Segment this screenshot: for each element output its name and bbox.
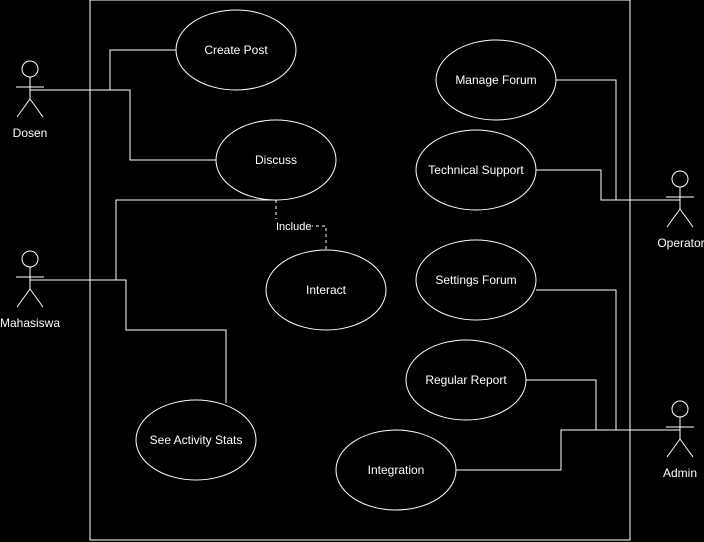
stick-figure-icon (16, 250, 44, 308)
use-case-discuss: Discuss (215, 119, 337, 201)
stick-figure-icon (666, 400, 694, 458)
use-case-see-activity-stats-label: See Activity Stats (150, 433, 243, 447)
actor-dosen: Dosen (13, 60, 48, 140)
use-case-regular-report-label: Regular Report (425, 373, 507, 387)
use-case-interact-shape (265, 249, 387, 331)
use-case-technical-support-shape (415, 129, 537, 211)
edge-operator-technical-support (536, 169, 680, 201)
use-case-manage-forum: Manage Forum (435, 39, 557, 121)
use-case-see-activity-stats: See Activity Stats (135, 399, 257, 481)
use-case-interact-label: Interact (306, 283, 347, 297)
actor-operator: Operator (657, 170, 704, 250)
use-case-manage-forum-label: Manage Forum (455, 73, 536, 87)
use-case-settings-forum-shape (415, 239, 537, 321)
stick-figure-icon (666, 170, 694, 228)
edge-dosen-discuss (30, 89, 216, 161)
use-case-regular-report-shape (405, 339, 527, 421)
use-case-discuss-label: Discuss (255, 153, 297, 167)
use-case-settings-forum-label: Settings Forum (435, 273, 516, 287)
use-case-create-post-label: Create Post (204, 43, 268, 57)
use-case-integration-label: Integration (368, 463, 425, 477)
actor-admin-label: Admin (663, 466, 697, 480)
use-case-discuss-shape (215, 119, 337, 201)
include-label-bg (274, 219, 312, 233)
use-case-settings-forum: Settings Forum (415, 239, 537, 321)
actor-operator-label: Operator (657, 236, 704, 250)
use-case-technical-support: Technical Support (415, 129, 537, 211)
edge-mahasiswa-activity-stats (30, 279, 227, 403)
use-case-create-post: Create Post (175, 9, 297, 91)
actor-mahasiswa: Mahasiswa (0, 250, 60, 330)
use-case-create-post-shape (175, 9, 297, 91)
use-case-regular-report: Regular Report (405, 339, 527, 421)
use-case-technical-support-label: Technical Support (428, 163, 524, 177)
actor-dosen-label: Dosen (13, 126, 48, 140)
stick-figure-icon (16, 60, 44, 118)
actor-mahasiswa-label: Mahasiswa (0, 316, 60, 330)
connectors (30, 49, 680, 471)
include-label: Include (276, 221, 311, 233)
use-case-manage-forum-shape (435, 39, 557, 121)
use-case-interact: Interact (265, 249, 387, 331)
use-case-see-activity-stats-shape (135, 399, 257, 481)
edge-admin-integration (456, 429, 680, 471)
actor-admin: Admin (663, 400, 697, 480)
use-case-integration: Integration (335, 429, 457, 511)
use-case-integration-shape (335, 429, 457, 511)
